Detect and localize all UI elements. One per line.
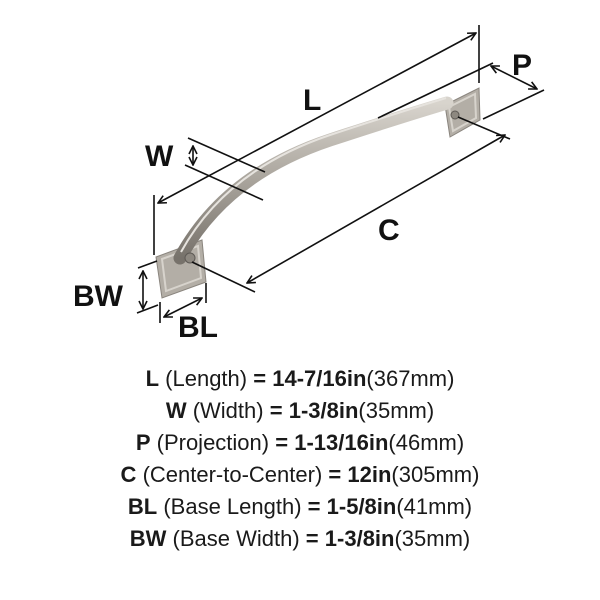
dimension-specs: L (Length) = 14-7/16in(367mm) W (Width) … bbox=[0, 363, 600, 555]
spec-row-width: W (Width) = 1-3/8in(35mm) bbox=[0, 395, 600, 427]
spec-name: (Projection) bbox=[156, 430, 270, 455]
left-screw bbox=[184, 252, 196, 264]
spec-row-length: L (Length) = 14-7/16in(367mm) bbox=[0, 363, 600, 395]
spec-value: 1-13/16in bbox=[294, 430, 389, 455]
spec-value: 1-5/8in bbox=[326, 494, 397, 519]
spec-value: 12in bbox=[347, 462, 392, 487]
cabinet-pull-handle bbox=[155, 87, 481, 299]
dimension-lines bbox=[136, 25, 545, 323]
spec-metric: (367mm) bbox=[366, 366, 455, 391]
spec-metric: (305mm) bbox=[391, 462, 480, 487]
label-C: C bbox=[378, 214, 400, 247]
label-BW: BW bbox=[73, 280, 124, 313]
spec-eq: = bbox=[305, 526, 319, 551]
spec-metric: (35mm) bbox=[394, 526, 471, 551]
spec-metric: (41mm) bbox=[396, 494, 473, 519]
spec-eq: = bbox=[328, 462, 342, 487]
spec-row-base-length: BL (Base Length) = 1-5/8in(41mm) bbox=[0, 491, 600, 523]
spec-name: (Length) bbox=[165, 366, 248, 391]
spec-metric: (46mm) bbox=[388, 430, 465, 455]
spec-eq: = bbox=[269, 398, 283, 423]
right-screw bbox=[450, 110, 460, 120]
label-W: W bbox=[145, 140, 174, 173]
spec-code: C bbox=[120, 462, 137, 487]
spec-eq: = bbox=[307, 494, 321, 519]
spec-name: (Base Length) bbox=[163, 494, 302, 519]
spec-eq: = bbox=[253, 366, 267, 391]
spec-row-center-to-center: C (Center-to-Center) = 12in(305mm) bbox=[0, 459, 600, 491]
spec-row-projection: P (Projection) = 1-13/16in(46mm) bbox=[0, 427, 600, 459]
spec-code: P bbox=[135, 430, 151, 455]
spec-name: (Base Width) bbox=[172, 526, 300, 551]
spec-code: BW bbox=[129, 526, 167, 551]
spec-row-base-width: BW (Base Width) = 1-3/8in(35mm) bbox=[0, 523, 600, 555]
spec-value: 1-3/8in bbox=[288, 398, 359, 423]
label-L: L bbox=[303, 84, 321, 117]
spec-name: (Width) bbox=[192, 398, 264, 423]
handle-dimension-diagram: L P C W BW BL bbox=[73, 25, 545, 344]
spec-eq: = bbox=[275, 430, 289, 455]
spec-value: 14-7/16in bbox=[272, 366, 367, 391]
spec-value: 1-3/8in bbox=[324, 526, 395, 551]
spec-code: L bbox=[145, 366, 160, 391]
label-P: P bbox=[512, 49, 532, 82]
spec-code: BL bbox=[127, 494, 158, 519]
spec-metric: (35mm) bbox=[358, 398, 435, 423]
spec-code: W bbox=[165, 398, 187, 423]
label-BL: BL bbox=[178, 311, 218, 344]
spec-name: (Center-to-Center) bbox=[142, 462, 323, 487]
